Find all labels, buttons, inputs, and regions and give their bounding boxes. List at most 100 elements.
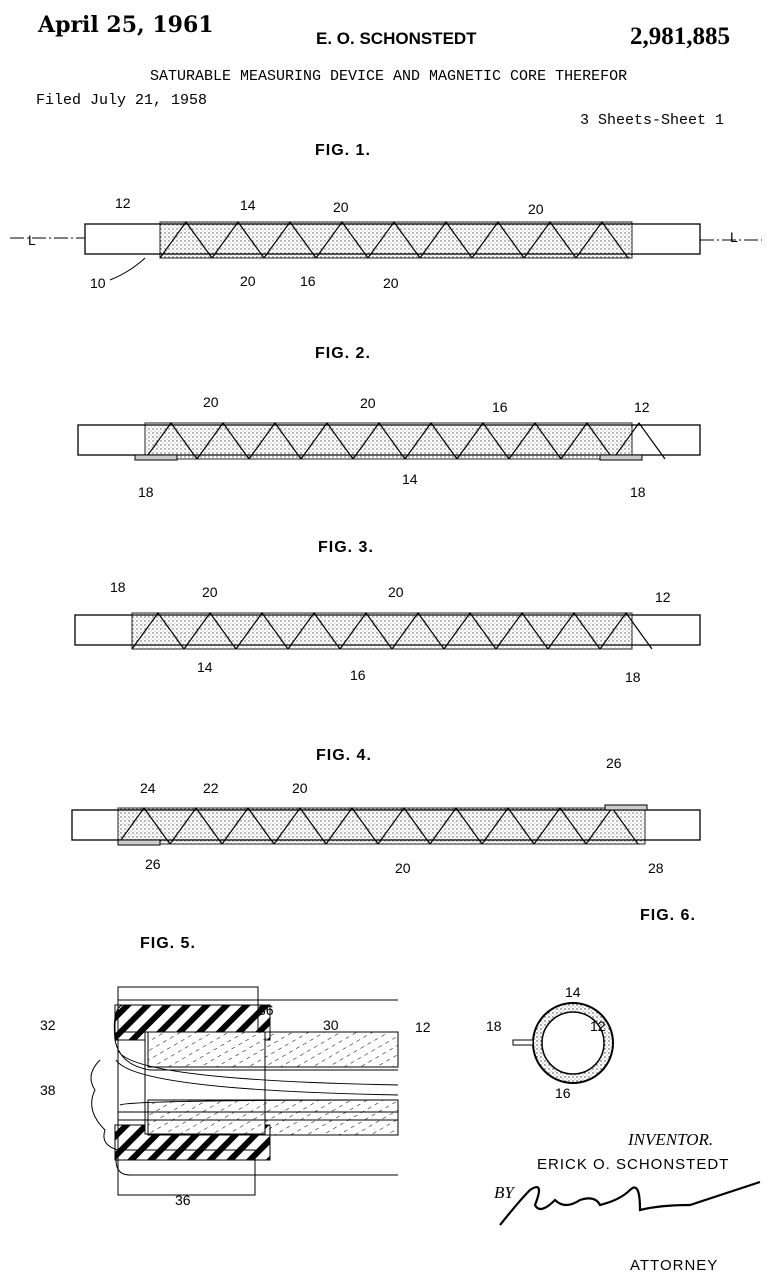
winding-turn [183, 611, 237, 650]
label: 26 [145, 856, 161, 872]
label: 12 [655, 589, 671, 605]
fig2-title: FIG. 2. [315, 345, 371, 362]
fig4-title: FIG. 4. [316, 747, 372, 764]
winding-turn [391, 611, 445, 650]
fig2-labels: 20 20 16 12 18 14 18 [138, 394, 650, 500]
winding-turn [352, 421, 406, 460]
label: 12 [115, 195, 131, 211]
label: 18 [138, 484, 154, 500]
winding-turn [419, 220, 473, 259]
winding-turn [560, 421, 614, 460]
label: 30 [323, 1017, 339, 1033]
patent-date: April 25, 1961 [37, 12, 214, 38]
label: 20 [388, 584, 404, 600]
fig6-core-end-view [512, 1002, 614, 1084]
fig1-title: FIG. 1. [315, 142, 371, 159]
attorney-signature [499, 1180, 761, 1226]
winding-turn [263, 220, 317, 259]
attorney-label: ATTORNEY [630, 1257, 718, 1274]
label: L [730, 229, 738, 245]
label: 18 [625, 669, 641, 685]
label: 20 [203, 394, 219, 410]
winding-turn [456, 421, 510, 460]
lead-tab [599, 454, 643, 461]
label: 12 [415, 1019, 431, 1035]
winding-turn [248, 421, 302, 460]
label: 16 [300, 273, 316, 289]
fig1-arrow [109, 257, 146, 281]
winding-turn [523, 220, 577, 259]
label: 20 [202, 584, 218, 600]
winding-turn [404, 421, 458, 460]
by-label: BY [494, 1183, 515, 1202]
winding-turn [533, 806, 587, 845]
winding-turn [508, 421, 562, 460]
label: 28 [648, 860, 664, 876]
label: L [28, 232, 36, 248]
label: 36 [175, 1192, 191, 1208]
label: 38 [40, 1082, 56, 1098]
label: 20 [383, 275, 399, 291]
winding-band [159, 221, 633, 259]
winding-turn [196, 421, 250, 460]
label: 14 [565, 984, 581, 1000]
winding-turn [131, 611, 185, 650]
fig1-labels: L 12 14 20 20 10 20 16 20 L [28, 195, 738, 291]
winding-band [131, 612, 633, 650]
fig6-title: FIG. 6. [640, 907, 696, 924]
winding-turn [235, 611, 289, 650]
label: 18 [630, 484, 646, 500]
winding-turn [575, 220, 629, 259]
label: 20 [395, 860, 411, 876]
winding-turn [443, 611, 497, 650]
winding-turn [315, 220, 369, 259]
winding-band [117, 807, 646, 845]
patent-number: 2,981,885 [630, 23, 730, 50]
label: 20 [240, 273, 256, 289]
inventor-name: ERICK O. SCHONSTEDT [537, 1156, 729, 1173]
label: 36 [258, 1002, 274, 1018]
rod-figures [71, 220, 701, 846]
label: 18 [486, 1018, 502, 1034]
winding-turn [612, 421, 666, 460]
fig4-labels: 24 22 20 26 26 20 28 [140, 755, 664, 876]
inventor-label: INVENTOR. [627, 1130, 713, 1149]
label: 10 [90, 275, 106, 291]
winding-turn [159, 220, 213, 259]
fig5-labels: 36 30 32 12 38 36 [40, 1002, 431, 1208]
winding-turn [300, 421, 354, 460]
winding-band [144, 422, 633, 460]
winding-turn [287, 611, 341, 650]
label: 12 [590, 1018, 606, 1034]
winding-turn [481, 806, 535, 845]
sheet-count: 3 Sheets-Sheet 1 [580, 112, 724, 129]
winding-turn [429, 806, 483, 845]
label: 20 [292, 780, 308, 796]
label: 20 [333, 199, 349, 215]
winding-turn [273, 806, 327, 845]
winding-turn [169, 806, 223, 845]
winding-turn [144, 421, 198, 460]
label: 16 [350, 667, 366, 683]
winding-turn [325, 806, 379, 845]
patent-title: SATURABLE MEASURING DEVICE AND MAGNETIC … [150, 68, 627, 85]
label: 16 [492, 399, 508, 415]
fig5-cross-section [90, 986, 399, 1196]
fig6-labels: 14 18 12 16 [486, 984, 606, 1101]
lead-tab [117, 839, 161, 846]
winding-turn [471, 220, 525, 259]
lead-tab [134, 454, 178, 461]
label: 14 [197, 659, 213, 675]
winding-turn [211, 220, 265, 259]
filed-date: Filed July 21, 1958 [36, 92, 207, 109]
fig3-labels: 18 20 20 12 14 16 18 [110, 579, 671, 685]
label: 12 [634, 399, 650, 415]
label: 24 [140, 780, 156, 796]
winding-turn [117, 806, 171, 845]
winding-turn [339, 611, 393, 650]
label: 20 [528, 201, 544, 217]
inventor-header: E. O. SCHONSTEDT [316, 29, 477, 48]
winding-turn [221, 806, 275, 845]
label: 16 [555, 1085, 571, 1101]
label: 14 [402, 471, 418, 487]
